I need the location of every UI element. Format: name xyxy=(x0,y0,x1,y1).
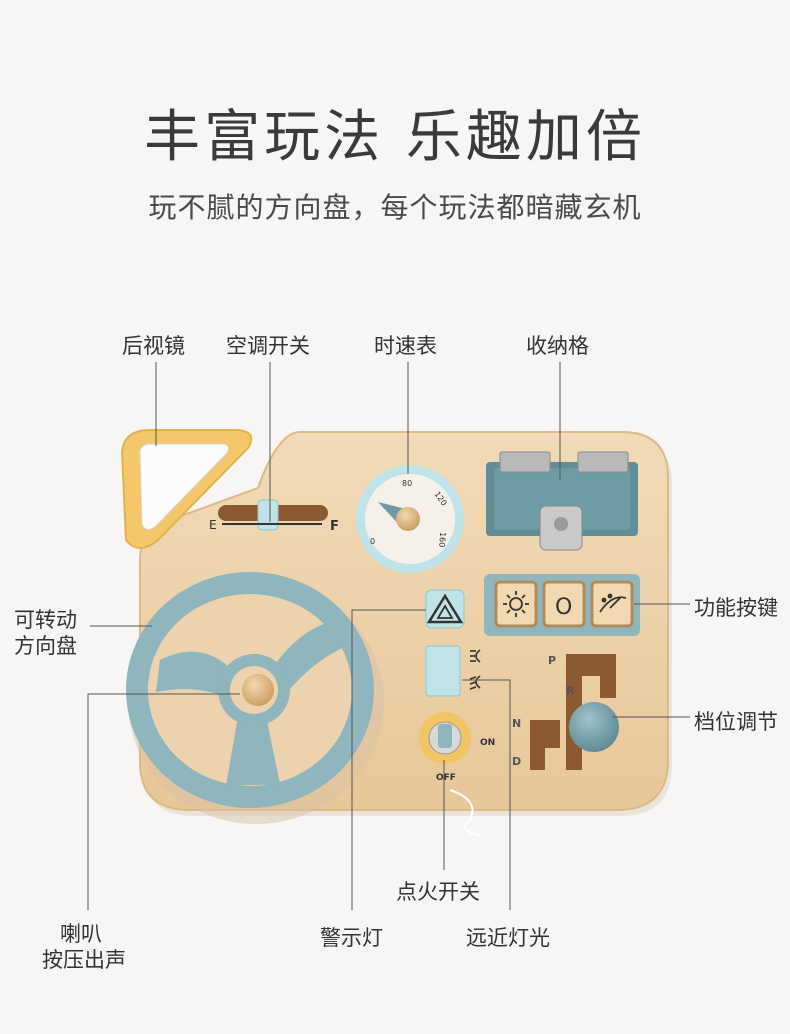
gear-n-label: N xyxy=(512,717,521,730)
fuel-empty-label: E xyxy=(209,518,217,532)
speed-0-label: 0 xyxy=(370,537,375,546)
speedometer: 80 120 160 0 xyxy=(356,465,464,573)
callout-ac-switch: 空调开关 xyxy=(226,334,310,358)
page-title: 丰富玩法 乐趣加倍 xyxy=(144,105,646,170)
page-subtitle: 玩不腻的方向盘，每个玩法都暗藏玄机 xyxy=(148,191,642,224)
sun-icon xyxy=(503,591,529,617)
low-beam-icon xyxy=(469,675,481,690)
gear-r-label: R xyxy=(566,684,575,697)
headlight-switch xyxy=(425,645,481,697)
speed-80-label: 80 xyxy=(402,479,412,488)
callout-steering-line1: 可转动 xyxy=(14,608,77,632)
ac-switch: E F xyxy=(209,499,339,534)
callout-lines xyxy=(87,362,690,910)
gear-d-label: D xyxy=(512,755,521,768)
wiper-icon xyxy=(599,593,627,613)
ignition-switch: ON OFF xyxy=(419,712,495,836)
callout-headlights: 远近灯光 xyxy=(466,926,550,950)
function-buttons-panel: O xyxy=(484,574,640,636)
high-beam-icon xyxy=(470,649,481,663)
callout-steering-line2: 方向盘 xyxy=(14,634,77,658)
steering-wheel xyxy=(126,572,384,824)
ignition-off-label: OFF xyxy=(436,773,456,783)
ignition-on-label: ON xyxy=(480,738,495,748)
storage-compartment xyxy=(486,451,638,551)
gear-p-label: P xyxy=(548,654,556,667)
fuel-full-label: F xyxy=(330,519,339,534)
callout-gear-shift: 档位调节 xyxy=(694,710,778,734)
gear-shift: P R N D xyxy=(512,654,619,770)
callout-function-buttons: 功能按键 xyxy=(694,596,778,620)
callout-horn-line2: 按压出声 xyxy=(42,948,126,972)
callout-ignition: 点火开关 xyxy=(396,880,480,904)
hazard-triangle-icon xyxy=(425,589,465,629)
callout-storage: 收纳格 xyxy=(526,334,589,358)
callout-hazard: 警示灯 xyxy=(320,926,383,950)
callout-horn-line1: 喇叭 xyxy=(60,922,102,946)
mirror xyxy=(120,429,253,549)
callout-speedometer: 时速表 xyxy=(374,334,437,358)
button-middle-label: O xyxy=(555,595,572,620)
callout-mirror: 后视镜 xyxy=(122,334,185,358)
speed-160-label: 160 xyxy=(437,532,447,548)
